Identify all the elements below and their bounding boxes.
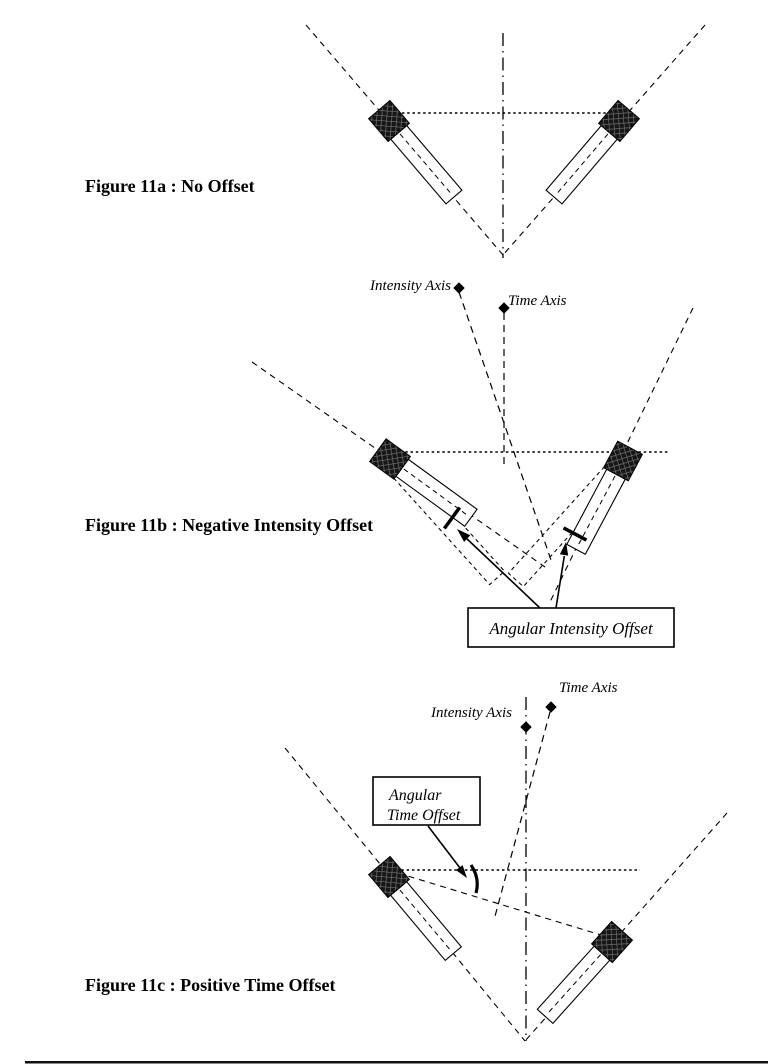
callout-box — [372, 776, 481, 826]
figure-11b: Intensity Axis Time Axis Angular — [85, 278, 694, 648]
transducer-centerline — [399, 889, 453, 953]
callout-box-label: Angular Intensity Offset — [488, 619, 654, 638]
right-transducer — [566, 440, 644, 555]
callout-box-label-line1: Angular — [388, 787, 442, 804]
figure-11c: Time Axis Intensity Axis Angular Time Of… — [85, 680, 728, 1042]
callout-arrow-line — [427, 825, 461, 869]
right-beam-dashed-line — [502, 24, 706, 256]
transducer-head-hatched — [590, 920, 634, 964]
right-transducer — [536, 920, 634, 1025]
figure-11c-caption: Figure 11c : Positive Time Offset — [85, 975, 335, 995]
left-transducer — [368, 438, 478, 528]
left-transducer — [367, 855, 463, 962]
callout-box-label-line2: Time Offset — [387, 807, 461, 824]
transducer-head-hatched — [368, 438, 412, 480]
angle-arc — [469, 864, 479, 894]
figure-11a: Figure 11a : No Offset — [85, 24, 706, 258]
time-axis-label: Time Axis — [559, 680, 618, 696]
callout-arrow-head-icon — [455, 865, 467, 878]
callout-arrow-left-head-icon — [457, 529, 471, 542]
transducer-centerline — [576, 475, 616, 548]
figure-11b-caption: Figure 11b : Negative Intensity Offset — [85, 515, 373, 535]
right-offset-tick-mark — [562, 526, 588, 542]
intensity-axis-label: Intensity Axis — [430, 705, 512, 721]
time-axis-marker-icon — [545, 701, 557, 713]
transducer-head-hatched — [367, 855, 411, 899]
figure-11a-caption: Figure 11a : No Offset — [85, 176, 255, 196]
callout-arrow-right-line — [555, 555, 566, 609]
callout-box — [467, 607, 675, 648]
transducer-centerline — [554, 133, 609, 196]
time-axis-line — [493, 711, 551, 921]
callout-arrow-left-line — [464, 536, 541, 609]
transducer-head-hatched — [597, 99, 641, 143]
transducer-head-hatched — [367, 99, 411, 143]
intensity-axis-label: Intensity Axis — [369, 278, 451, 294]
left-transducer — [367, 99, 463, 205]
callout-arrow-right-head-icon — [559, 542, 569, 556]
intensity-axis-marker-icon — [453, 282, 465, 294]
intensity-axis-marker-icon — [520, 721, 532, 733]
time-axis-label: Time Axis — [508, 293, 567, 309]
tilted-baseline-dashed-line — [397, 872, 615, 940]
left-offset-tick-mark — [442, 506, 462, 530]
transducer-head-hatched — [602, 440, 644, 482]
transducer-centerline — [399, 133, 454, 196]
transducer-centerline — [546, 954, 601, 1016]
scan-artifact-line — [25, 1061, 768, 1064]
time-axis-marker-icon — [498, 302, 510, 314]
intensity-axis-line — [458, 291, 552, 561]
right-transducer — [545, 99, 641, 205]
